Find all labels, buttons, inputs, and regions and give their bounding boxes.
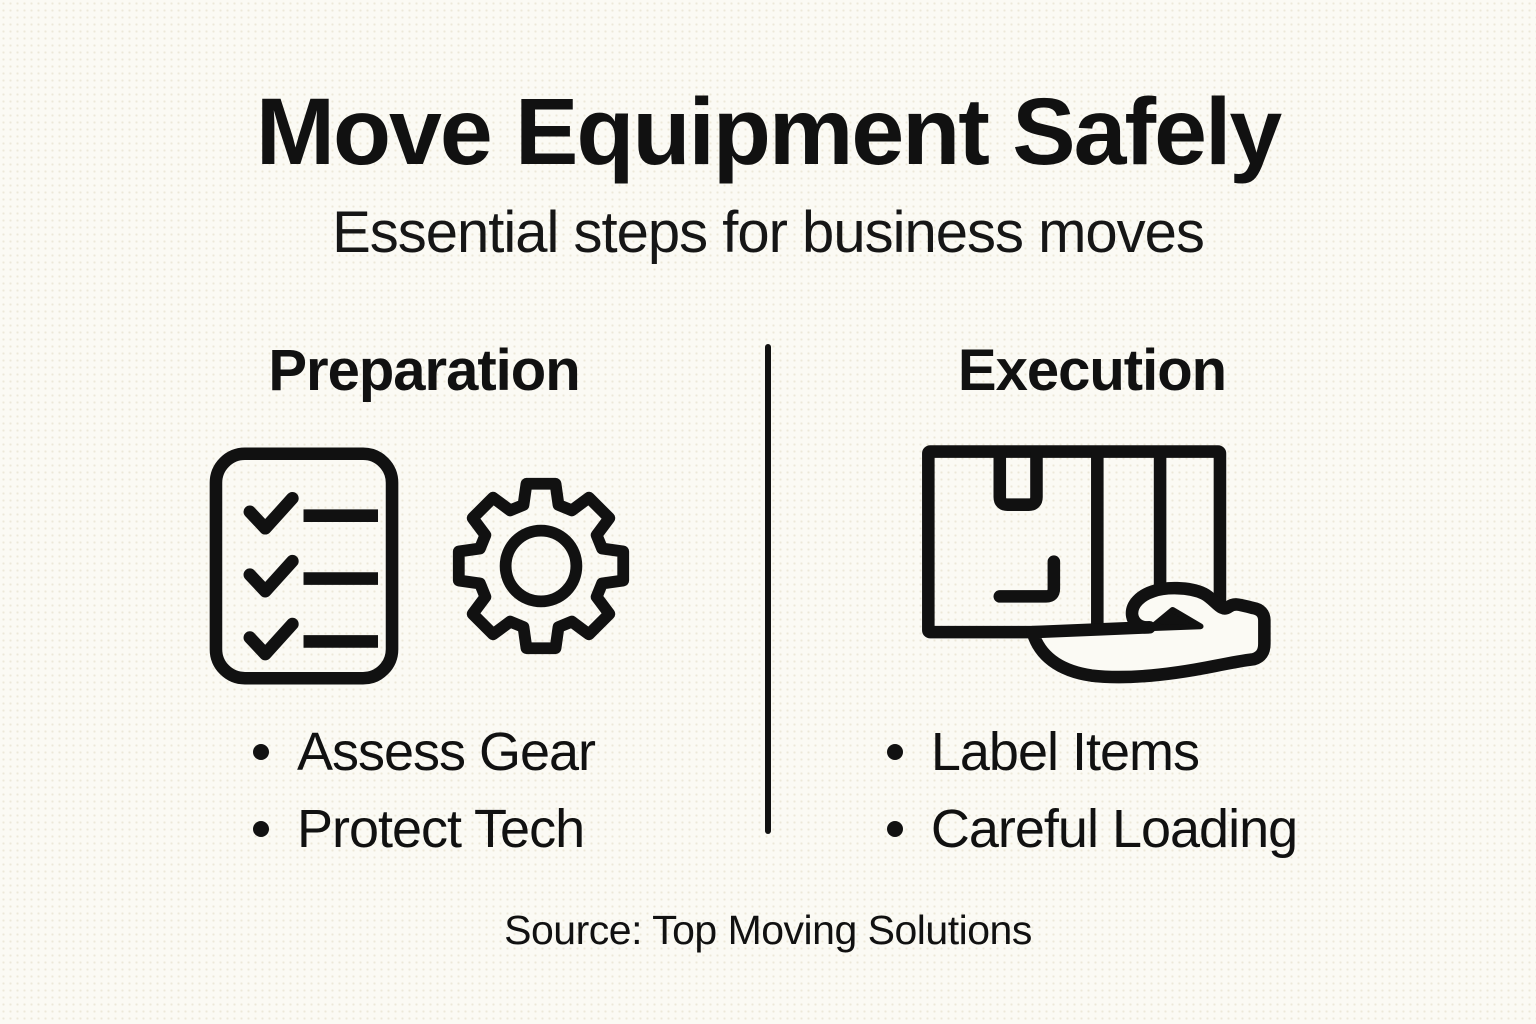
execution-icons <box>768 440 1416 692</box>
list-item: Careful Loading <box>886 791 1298 868</box>
source-note: Source: Top Moving Solutions <box>504 907 1032 954</box>
bullet-text: Label Items <box>930 721 1200 782</box>
box-in-hand-icon <box>922 445 1271 684</box>
preparation-heading: Preparation <box>268 338 580 404</box>
preparation-icons <box>80 440 768 692</box>
bullet-dot-icon <box>886 820 903 837</box>
page-subtitle: Essential steps for business moves <box>332 200 1205 266</box>
two-column-section: Preparation <box>0 336 1536 867</box>
vertical-divider <box>765 344 771 835</box>
execution-heading: Execution <box>957 338 1227 404</box>
preparation-column: Preparation <box>0 336 768 867</box>
preparation-bullet-list: Assess Gear Protect Tech <box>252 714 596 868</box>
bullet-text: Careful Loading <box>930 798 1298 859</box>
bullet-dot-icon <box>886 744 903 761</box>
list-item: Label Items <box>886 714 1297 791</box>
list-item: Assess Gear <box>252 714 596 791</box>
gear-icon <box>452 477 630 654</box>
bullet-text: Protect Tech <box>296 798 585 859</box>
execution-column: Execution Label Items <box>768 336 1536 867</box>
execution-bullet-list: Label Items Careful Loading <box>886 714 1298 868</box>
bullet-dot-icon <box>252 820 269 837</box>
bullet-dot-icon <box>252 744 269 761</box>
list-item: Protect Tech <box>252 791 595 868</box>
page-title: Move Equipment Safely <box>255 79 1282 185</box>
bullet-text: Assess Gear <box>296 721 596 782</box>
checklist-icon <box>209 447 399 685</box>
